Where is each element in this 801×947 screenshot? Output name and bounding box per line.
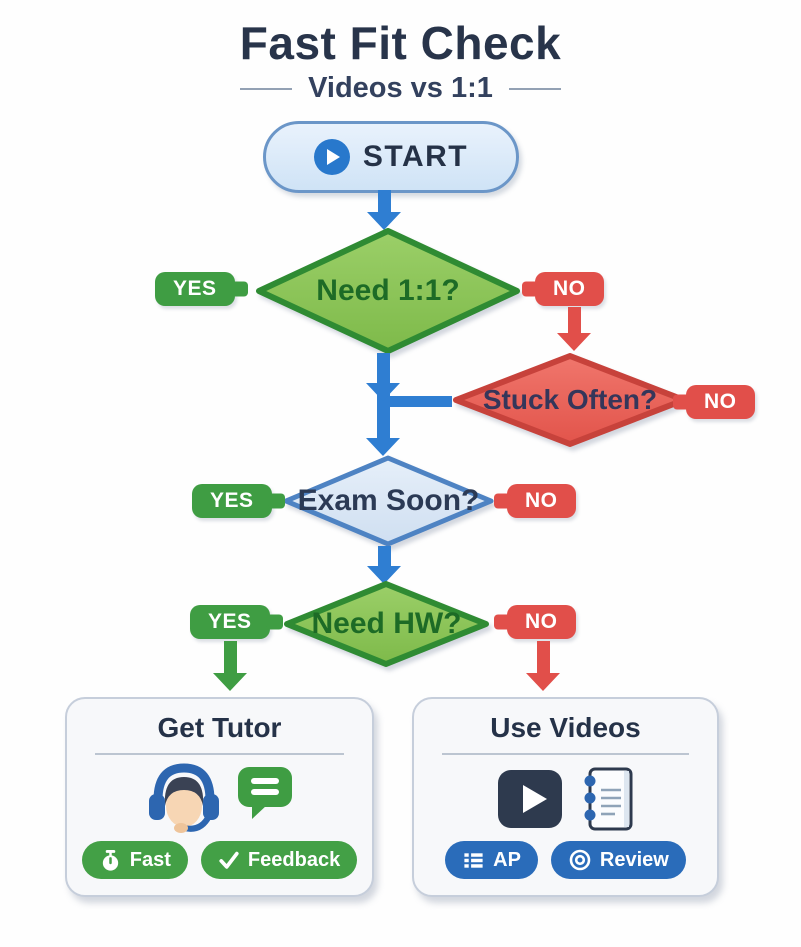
subtitle: Videos vs 1:1 — [0, 72, 801, 105]
list-icon — [464, 852, 483, 868]
divider — [95, 753, 344, 755]
need-hw-yes-tag: YES — [190, 605, 270, 639]
arrow-no-to-stuck-often — [557, 307, 591, 351]
use-videos-icons — [414, 755, 717, 841]
decision-question: Exam Soon? — [297, 484, 480, 517]
exam-soon-yes-tag: YES — [192, 484, 272, 518]
diamond-shape-blue — [283, 455, 494, 547]
arrow-exam-to-needhw — [367, 546, 401, 584]
divider — [442, 753, 689, 755]
video-play-icon — [497, 770, 562, 828]
need-1-1-no-tag: NO — [535, 272, 604, 306]
badge-label: Feedback — [247, 848, 341, 871]
decision-question: Stuck Often? — [482, 384, 658, 415]
outcome-get-tutor: Get Tutor — [65, 697, 374, 897]
decision-exam-soon: Exam Soon? — [282, 454, 495, 548]
notebook-icon — [584, 767, 632, 831]
connector-bottom-arrowhead — [366, 438, 400, 456]
badge-label: AP — [493, 848, 521, 871]
decision-question: Need 1:1? — [316, 274, 460, 307]
badge-label: Fast — [129, 848, 171, 871]
outcome-use-videos: Use Videos — [412, 697, 719, 897]
decision-question: Need HW? — [311, 607, 462, 640]
ap-badge: AP — [445, 841, 538, 879]
outcome-title: Get Tutor — [157, 712, 282, 743]
badge-label: Review — [599, 848, 669, 871]
decision-stuck-often: Stuck Often? — [452, 352, 688, 448]
subtitle-text: Videos vs 1:1 — [308, 72, 493, 104]
tutor-headset-icon — [148, 763, 219, 833]
play-icon — [313, 139, 350, 175]
need-1-1-yes-tag: YES — [155, 272, 235, 306]
decision-need-hw: Need HW? — [283, 580, 490, 668]
use-videos-badges: AP Review — [414, 841, 717, 879]
fast-badge: Fast — [81, 841, 188, 879]
stuck-often-no-tag: NO — [686, 385, 755, 419]
diamond-shape-green — [256, 228, 520, 354]
exam-soon-no-tag: NO — [507, 484, 576, 518]
arrow-no-to-use-videos — [526, 641, 560, 691]
subtitle-right-line — [508, 87, 561, 90]
chat-bubble-icon — [237, 767, 292, 819]
need-hw-no-tag: NO — [507, 605, 576, 639]
get-tutor-badges: Fast Feedback — [67, 841, 372, 879]
subtitle-left-line — [240, 87, 293, 90]
get-tutor-icons — [67, 755, 372, 841]
start-label: START — [362, 140, 469, 173]
arrow-yes-to-get-tutor — [213, 641, 247, 691]
check-icon — [219, 851, 239, 869]
page-title: Fast Fit Check — [239, 17, 562, 69]
outcome-title: Use Videos — [490, 712, 641, 743]
replay-icon — [569, 849, 591, 871]
review-badge: Review — [550, 841, 686, 879]
arrow-start-to-need11 — [367, 190, 401, 230]
stopwatch-icon — [102, 849, 118, 871]
diamond-shape-green — [284, 581, 489, 667]
diamond-shape-red — [453, 353, 687, 447]
start-node: START — [263, 121, 519, 193]
decision-need-1-1: Need 1:1? — [255, 227, 521, 355]
feedback-badge: Feedback — [200, 841, 358, 879]
connector-stuck-to-main — [390, 396, 452, 407]
